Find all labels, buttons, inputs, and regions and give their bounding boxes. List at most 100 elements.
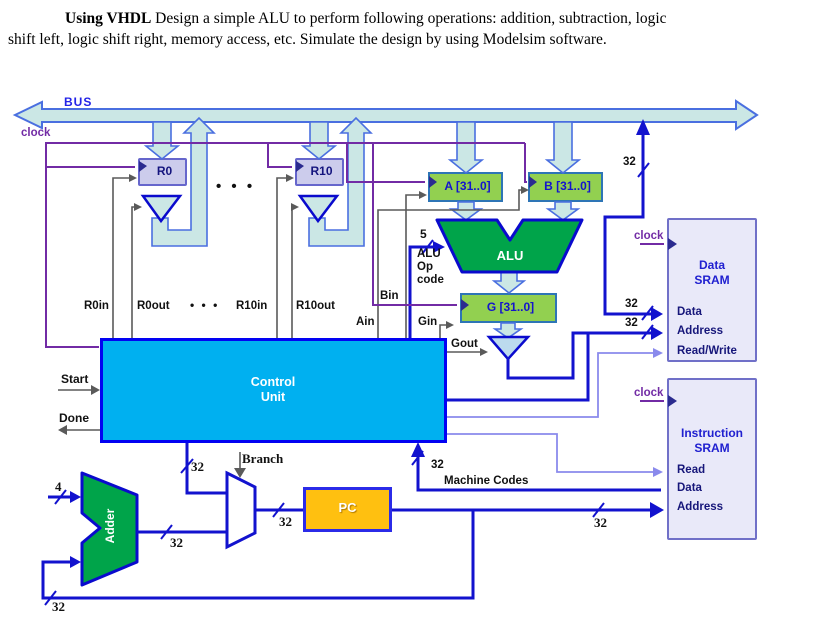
signal-ain: Ain — [356, 316, 375, 328]
bus-to-r10-arrow — [300, 121, 338, 161]
arrow-const4-to-adder — [70, 491, 81, 503]
gbuffer-to-datasram-address-wire — [506, 331, 658, 380]
alu-to-g-arrow — [491, 271, 527, 295]
signal-gout: Gout — [451, 338, 478, 350]
width32-adder-out: 32 — [170, 535, 183, 550]
signal-machine-codes: Machine Codes — [444, 475, 529, 487]
g-tristate-buffer — [486, 335, 531, 361]
slash-bus32 — [637, 162, 650, 178]
pc-label: PC — [338, 500, 357, 515]
datasram-port-address: Address — [677, 325, 724, 337]
clock-to-a-wire — [346, 143, 425, 183]
control-unit-label: Control Unit — [250, 375, 296, 404]
instruction-sram-title: Instruction SRAM — [681, 426, 743, 455]
width32-mux-pc: 32 — [279, 514, 292, 529]
data-sram-box — [667, 218, 757, 362]
bus-to-b-arrow — [544, 121, 582, 175]
g-to-buffer-arrow — [492, 322, 524, 339]
signal-r0in: R0in — [84, 300, 109, 312]
register-a-label: A [31..0] — [444, 179, 491, 193]
arrow-branch — [234, 468, 246, 478]
arrow-feedback-to-adder — [70, 556, 81, 568]
thin-control-wires — [447, 352, 657, 473]
arrow-machinecodes-to-cu — [411, 442, 425, 457]
registers-ellipsis: • • • — [216, 178, 256, 195]
slash-machinecodes32 — [411, 450, 424, 466]
clock-to-r10-wire — [267, 143, 292, 168]
clock-label-main: clock — [21, 127, 51, 139]
clock-label-datasram: clock — [634, 230, 664, 242]
assignment-text-rest: Design a simple ALU to perform following… — [151, 10, 667, 27]
assignment-text-line2: shift left, logic shift right, memory ac… — [8, 31, 607, 48]
width32-address: 32 — [625, 317, 638, 329]
clock-label-isram: clock — [634, 387, 664, 399]
data-sram-title: Data SRAM — [694, 258, 730, 287]
slash-data32 — [641, 305, 654, 321]
opcode-width-5: 5 — [420, 227, 427, 241]
instruction-sram-box — [667, 378, 757, 540]
r10-tristate-buffer — [297, 194, 340, 224]
adder-label: Adder — [103, 508, 117, 544]
control-unit-box — [100, 338, 447, 443]
isram-port-read: Read — [677, 464, 706, 476]
alu-shape — [435, 218, 584, 274]
arrow-up-to-bus — [636, 119, 650, 135]
width32-bus: 32 — [623, 156, 636, 168]
a-to-alu-arrow — [448, 201, 484, 221]
assignment-text-line1: Using VHDL Design a simple ALU to perfor… — [8, 10, 667, 28]
bus-label: BUS — [64, 95, 93, 109]
register-b-label: B [31..0] — [544, 179, 591, 193]
arrow-done — [58, 425, 67, 435]
b-to-alu-arrow — [545, 201, 581, 221]
cu-read-wire — [447, 433, 657, 473]
isram-port-data: Data — [677, 482, 702, 494]
signals-ellipsis: • • • — [190, 298, 220, 312]
bus-to-a-arrow — [447, 121, 485, 175]
alu-label: ALU — [496, 248, 524, 263]
width32-machinecodes: 32 — [431, 459, 444, 471]
register-g-label: G [31..0] — [486, 300, 535, 314]
isram-port-address: Address — [677, 501, 724, 513]
r0in-wire — [112, 177, 133, 338]
arrow-r0out — [134, 203, 142, 211]
arrow-readwrite — [653, 348, 663, 358]
width4-const: 4 — [55, 479, 62, 494]
r0out-wire — [131, 206, 138, 338]
register-r10-label: R10 — [310, 164, 333, 178]
datasram-port-data: Data — [677, 306, 702, 318]
arrow-start — [91, 385, 100, 395]
assignment-text-bold: Using VHDL — [65, 10, 152, 27]
arrow-read — [653, 467, 663, 477]
r10out-wire — [291, 206, 295, 338]
cu-readwrite-wire — [447, 352, 657, 418]
bus-bar — [12, 99, 759, 131]
register-r0-label: R0 — [156, 164, 173, 178]
signal-bin: Bin — [380, 290, 399, 302]
arrow-datasram-data — [651, 307, 663, 321]
signal-start: Start — [61, 372, 89, 386]
width32-feedback: 32 — [52, 599, 65, 614]
arrow-ain — [419, 191, 427, 199]
width32-pc-address: 32 — [594, 515, 607, 530]
width32-data: 32 — [625, 298, 638, 310]
clock-to-b-wire — [524, 143, 527, 183]
thin-arrowheads — [653, 348, 663, 477]
signal-branch: Branch — [242, 451, 284, 466]
slash-addr32 — [641, 324, 654, 340]
arrow-r10out — [291, 203, 299, 211]
signal-r0out: R0out — [137, 300, 170, 312]
arrow-r10in — [286, 174, 294, 182]
r0-tristate-buffer — [140, 194, 183, 224]
arrow-r0in — [129, 174, 137, 182]
width32-cu-mux: 32 — [191, 459, 204, 474]
arrow-gin — [446, 321, 454, 329]
gin-wire — [439, 324, 450, 338]
clock-to-cu-wire — [45, 143, 99, 348]
branch-mux-shape — [225, 470, 257, 550]
signal-done: Done — [59, 411, 89, 425]
bus-to-r0-arrow — [143, 121, 181, 161]
signal-r10out: R10out — [296, 300, 335, 312]
arrow-isram-address — [650, 502, 664, 518]
signal-gin: Gin — [418, 316, 438, 328]
